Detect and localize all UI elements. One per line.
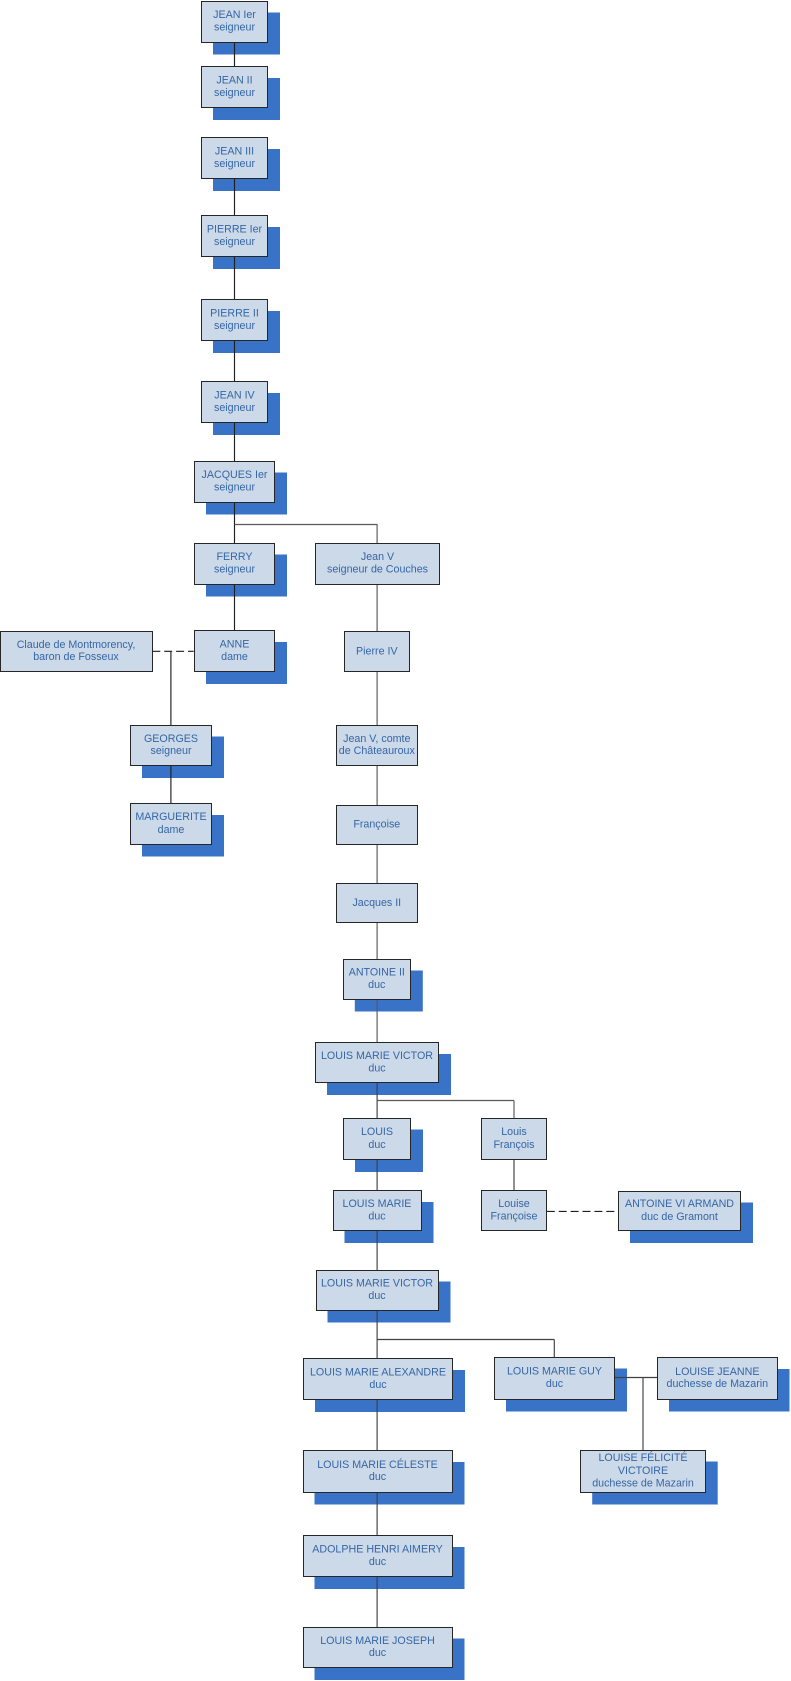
svg-text:duc: duc xyxy=(368,1211,386,1223)
svg-text:baron de Fosseux: baron de Fosseux xyxy=(33,651,119,663)
svg-text:duc: duc xyxy=(368,1139,386,1151)
svg-text:VICTOIRE: VICTOIRE xyxy=(618,1465,668,1477)
svg-text:LOUIS: LOUIS xyxy=(361,1126,393,1138)
svg-text:Jean V, comte: Jean V, comte xyxy=(343,733,410,745)
svg-text:Pierre IV: Pierre IV xyxy=(356,646,398,658)
svg-text:LOUISE JEANNE: LOUISE JEANNE xyxy=(675,1366,759,1378)
svg-text:seigneur: seigneur xyxy=(214,482,255,494)
svg-text:JEAN IV: JEAN IV xyxy=(214,390,255,402)
svg-text:LOUIS MARIE CÉLESTE: LOUIS MARIE CÉLESTE xyxy=(317,1458,438,1471)
svg-text:François: François xyxy=(494,1139,535,1151)
svg-text:duc: duc xyxy=(369,1647,387,1659)
svg-text:LOUIS MARIE JOSEPH: LOUIS MARIE JOSEPH xyxy=(320,1635,435,1647)
svg-text:seigneur: seigneur xyxy=(214,87,255,99)
svg-text:duc: duc xyxy=(368,979,386,991)
svg-text:Françoise: Françoise xyxy=(491,1211,538,1223)
svg-text:ANNE: ANNE xyxy=(220,639,250,651)
svg-text:JACQUES Ier: JACQUES Ier xyxy=(202,469,268,481)
svg-text:LOUIS MARIE ALEXANDRE: LOUIS MARIE ALEXANDRE xyxy=(310,1367,446,1379)
svg-text:ADOLPHE HENRI AIMERY: ADOLPHE HENRI AIMERY xyxy=(312,1544,442,1556)
svg-text:dame: dame xyxy=(221,651,248,663)
svg-text:duc: duc xyxy=(369,1556,387,1568)
svg-text:de Châteauroux: de Châteauroux xyxy=(339,745,416,757)
svg-text:duc de Gramont: duc de Gramont xyxy=(641,1211,718,1223)
svg-text:Jacques II: Jacques II xyxy=(352,897,401,909)
svg-text:Louise: Louise xyxy=(498,1198,530,1210)
svg-text:duchesse de Mazarin: duchesse de Mazarin xyxy=(667,1378,769,1390)
svg-text:PIERRE Ier: PIERRE Ier xyxy=(207,224,263,236)
svg-text:duc: duc xyxy=(368,1290,386,1302)
svg-text:Louis: Louis xyxy=(501,1126,527,1138)
svg-text:duc: duc xyxy=(368,1063,386,1075)
svg-text:duc: duc xyxy=(369,1379,387,1391)
svg-text:LOUISE FÉLICITÉ: LOUISE FÉLICITÉ xyxy=(598,1451,687,1464)
svg-text:Claude de Montmorency,: Claude de Montmorency, xyxy=(17,639,136,651)
svg-text:seigneur: seigneur xyxy=(214,22,255,34)
svg-text:MARGUERITE: MARGUERITE xyxy=(135,811,206,823)
svg-text:duc: duc xyxy=(369,1471,387,1483)
svg-text:Jean V: Jean V xyxy=(361,551,395,563)
svg-text:JEAN Ier: JEAN Ier xyxy=(213,9,256,21)
svg-text:Françoise: Françoise xyxy=(353,819,400,831)
svg-text:seigneur: seigneur xyxy=(214,236,255,248)
svg-text:LOUIS MARIE GUY: LOUIS MARIE GUY xyxy=(507,1366,602,1378)
svg-text:JEAN III: JEAN III xyxy=(215,146,254,158)
svg-text:LOUIS MARIE VICTOR: LOUIS MARIE VICTOR xyxy=(321,1278,433,1290)
svg-text:FERRY: FERRY xyxy=(216,551,252,563)
svg-text:PIERRE II: PIERRE II xyxy=(210,308,259,320)
svg-text:seigneur de Couches: seigneur de Couches xyxy=(327,564,428,576)
svg-text:seigneur: seigneur xyxy=(214,320,255,332)
svg-text:ANTOINE VI ARMAND: ANTOINE VI ARMAND xyxy=(625,1198,734,1210)
svg-text:seigneur: seigneur xyxy=(214,564,255,576)
svg-text:GEORGES: GEORGES xyxy=(144,733,198,745)
svg-text:LOUIS MARIE VICTOR: LOUIS MARIE VICTOR xyxy=(321,1050,433,1062)
svg-text:seigneur: seigneur xyxy=(214,402,255,414)
svg-text:ANTOINE II: ANTOINE II xyxy=(349,967,405,979)
svg-text:seigneur: seigneur xyxy=(214,158,255,170)
svg-text:seigneur: seigneur xyxy=(151,745,192,757)
svg-text:duc: duc xyxy=(546,1378,564,1390)
svg-text:dame: dame xyxy=(158,824,185,836)
svg-text:duchesse de Mazarin: duchesse de Mazarin xyxy=(592,1477,694,1489)
svg-text:LOUIS MARIE: LOUIS MARIE xyxy=(343,1198,412,1210)
svg-text:JEAN II: JEAN II xyxy=(216,75,252,87)
